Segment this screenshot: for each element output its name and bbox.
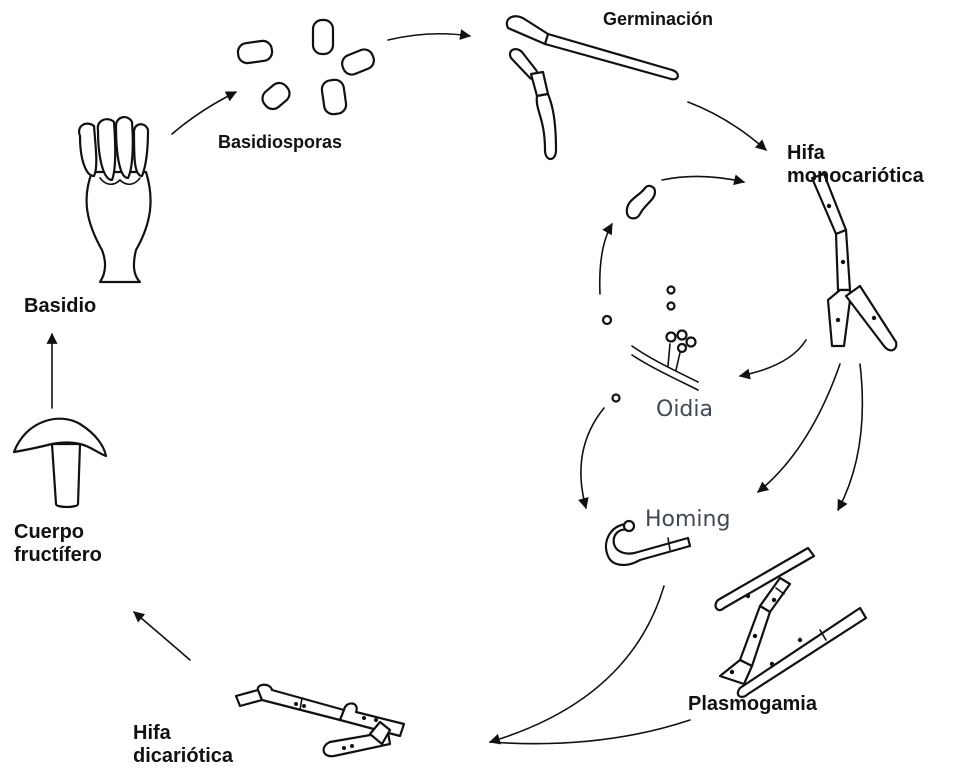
plasmogamia-label: Plasmogamia [688, 693, 817, 716]
basidium-illustration [79, 117, 150, 282]
arrow-oidia-to-hypha [662, 176, 744, 182]
basidiosporas-label: Basidiosporas [218, 132, 342, 153]
basidio-label: Basidio [24, 295, 96, 318]
germinacion-label: Germinación [603, 9, 713, 30]
germination-illustration [507, 16, 678, 159]
arrow-hypha-to-homing [758, 364, 840, 492]
basidiospores-illustration [237, 20, 377, 115]
cuerpo-line1: Cuerpo [14, 521, 102, 544]
arrow-spores-to-germination [388, 34, 470, 40]
arrow-cycle-to-oidium [600, 224, 612, 294]
homing-label: Homing [645, 507, 730, 532]
hifa-di-line2: dicariótica [133, 745, 233, 768]
arrow-hypha-to-plasmogamy [838, 364, 862, 510]
arrow-hypha-to-oidia [740, 340, 806, 376]
hifa-monocariotica-label: Hifa monocariótica [787, 142, 924, 188]
arrow-oidium-to-homing [581, 408, 604, 508]
cuerpo-fructifero-label: Cuerpo fructífero [14, 521, 102, 567]
hifa-di-line1: Hifa [133, 722, 233, 745]
hifa-mono-line1: Hifa [787, 142, 924, 165]
hifa-mono-line2: monocariótica [787, 165, 924, 188]
plasmogamy-illustration [716, 548, 866, 697]
oidia-label: Oidia [656, 397, 713, 422]
mushroom-illustration [14, 419, 106, 507]
arrow-homing-to-dikaryon [490, 586, 664, 742]
dikaryotic-hypha-illustration [236, 685, 404, 756]
oidia-illustration [603, 186, 698, 402]
hifa-dicariotica-label: Hifa dicariótica [133, 722, 233, 768]
monokaryotic-hypha-illustration [812, 174, 896, 350]
cuerpo-line2: fructífero [14, 544, 102, 567]
arrow-basidium-to-spores [172, 92, 236, 134]
arrow-dikaryon-to-fruiting-body [134, 612, 190, 660]
arrow-germination-to-hypha [688, 102, 766, 150]
